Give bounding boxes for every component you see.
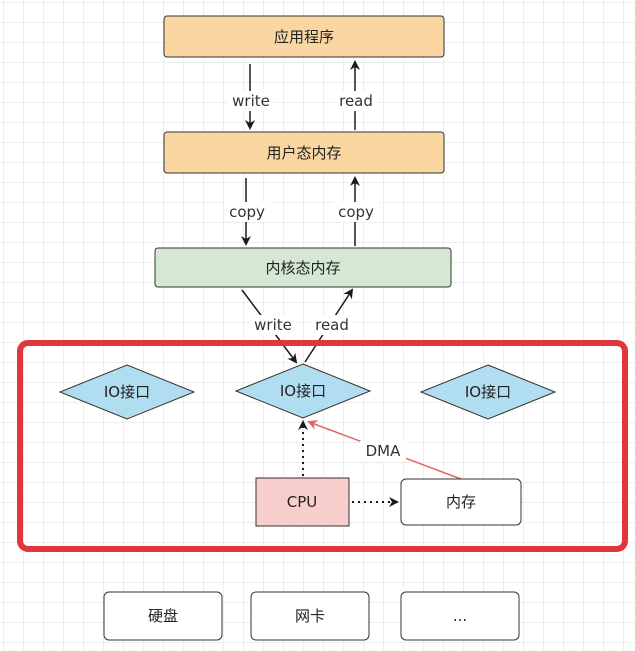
app-to-user-write-label: write: [232, 92, 270, 110]
user-memory-label: 用户态内存: [266, 144, 341, 162]
disk-box: [103, 591, 223, 641]
kernel-to-io-write-label: write: [254, 316, 292, 334]
io-interface-right-diamond: [419, 364, 557, 420]
memory-to-io-dma-label: DMA: [366, 442, 401, 460]
kernel-memory-label: 内核态内存: [265, 259, 340, 277]
more-devices-label: ...: [453, 607, 467, 625]
io-interface-left-label: IO接口: [104, 383, 150, 401]
io-interface-left-diamond: [58, 364, 196, 420]
kernel-to-user-copy-label: copy: [338, 203, 374, 221]
disk-label: 硬盘: [148, 607, 178, 625]
user-to-app-read-label: read: [339, 92, 373, 110]
cpu-box: [255, 477, 350, 527]
kernel-memory-box: [154, 247, 452, 288]
nic-box: [250, 591, 370, 641]
nic-label: 网卡: [295, 607, 325, 625]
io-interface-right-label: IO接口: [465, 383, 511, 401]
cpu-label: CPU: [287, 493, 318, 511]
memory-box: [400, 478, 522, 526]
memory-label: 内存: [446, 493, 476, 511]
hardware-frame: [17, 340, 628, 552]
app-box: [163, 15, 445, 58]
user-memory-box: [163, 131, 445, 174]
io-interface-center-label: IO接口: [280, 382, 326, 400]
more-devices-box: [400, 591, 520, 641]
user-to-kernel-copy-label: copy: [229, 203, 265, 221]
io-to-kernel-read-label: read: [315, 316, 349, 334]
io-interface-center-diamond: [234, 363, 372, 419]
app-label: 应用程序: [274, 28, 334, 46]
